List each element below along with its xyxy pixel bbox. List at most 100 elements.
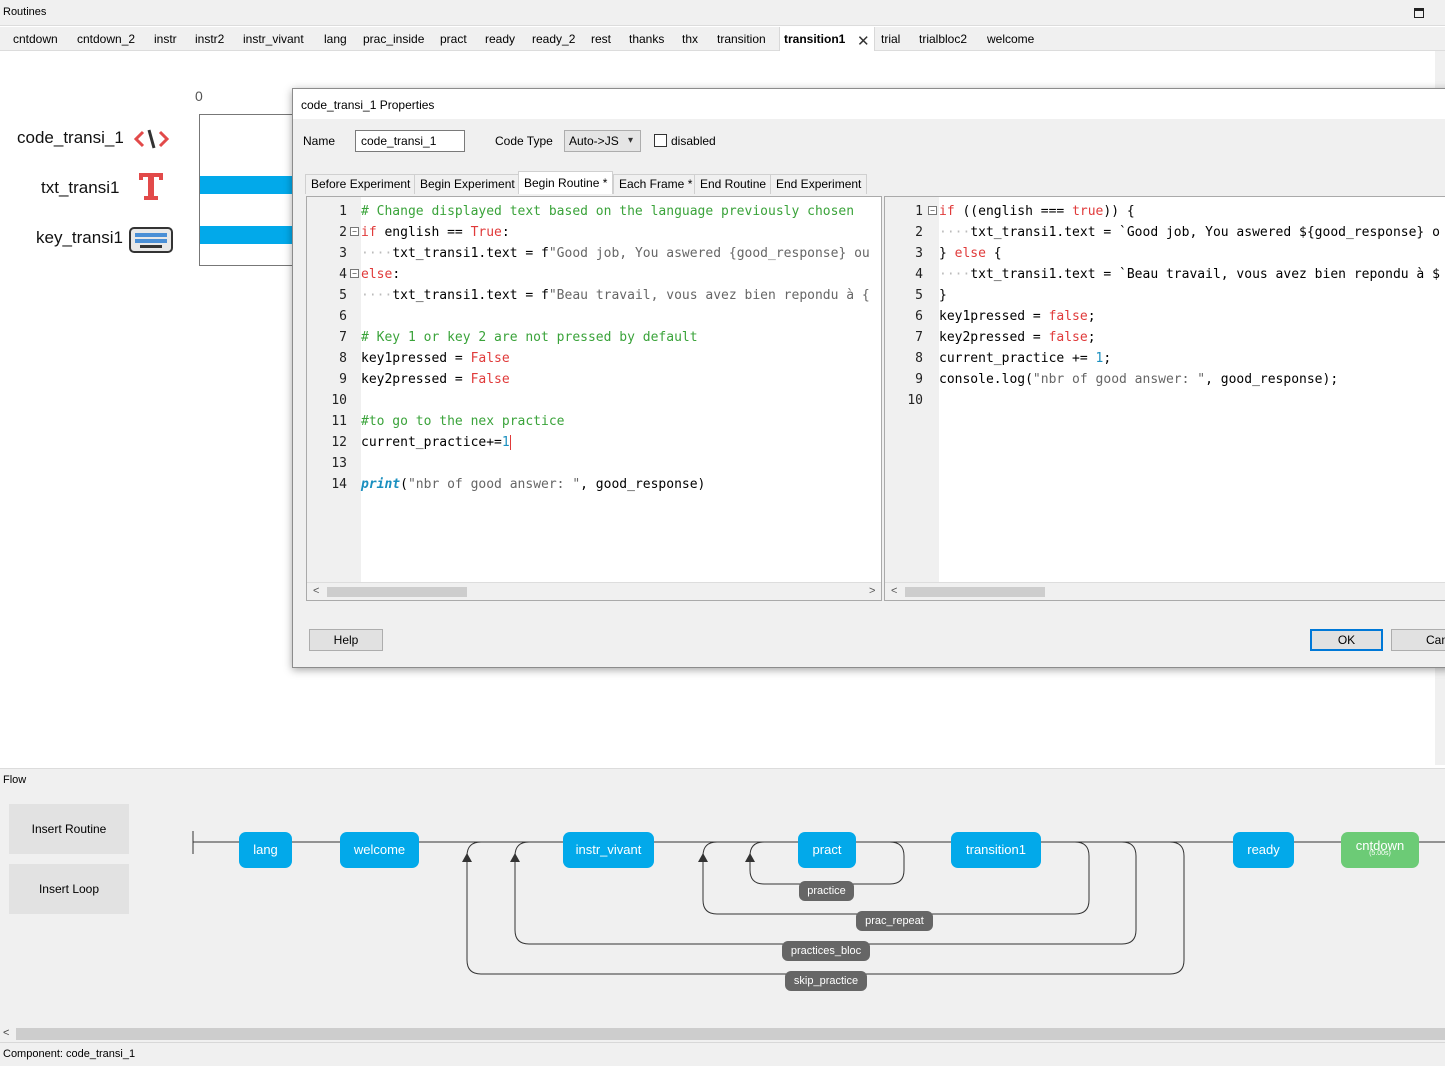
component-label-code[interactable]: code_transi_1 [17, 128, 124, 147]
tab-pract[interactable]: pract [440, 32, 467, 46]
code-line: ····txt_transi1.text = `Good job, You as… [939, 225, 1440, 240]
tab-each-frame[interactable]: Each Frame * [613, 174, 699, 194]
disabled-label: disabled [671, 134, 716, 148]
routines-panel-header [0, 0, 1445, 26]
tab-thanks[interactable]: thanks [629, 32, 665, 46]
scroll-thumb[interactable] [327, 587, 467, 597]
code-line: if ((english === true)) { [939, 204, 1135, 219]
tab-begin-experiment[interactable]: Begin Experiment [414, 174, 521, 194]
code-line: # Change displayed text based on the lan… [361, 204, 855, 219]
ok-button[interactable]: OK [1310, 629, 1383, 651]
disabled-checkbox[interactable] [654, 134, 667, 147]
tab-begin-routine[interactable]: Begin Routine * [518, 171, 614, 194]
tab-end-experiment[interactable]: End Experiment [770, 174, 868, 194]
keyboard-icon[interactable] [128, 226, 174, 257]
timeline-grid [199, 114, 299, 266]
dialog-titlebar[interactable] [293, 89, 1445, 119]
routine-duration: (5.00s) [1369, 850, 1391, 857]
component-label-keyboard[interactable]: key_transi1 [36, 228, 123, 247]
flow-routine-cntdown[interactable]: cntdown (5.00s) [1341, 832, 1419, 868]
code-type-label: Code Type [495, 134, 553, 148]
flow-routine-pract[interactable]: pract [798, 832, 856, 868]
code-line: key1pressed = false; [939, 309, 1096, 324]
flow-routine-instr-vivant[interactable]: instr_vivant [563, 832, 654, 868]
js-code-editor[interactable]: 1−if ((english === true)) { 2····txt_tra… [884, 196, 1445, 601]
tab-trialbloc2[interactable]: trialbloc2 [919, 32, 968, 46]
fold-toggle-icon[interactable]: − [928, 206, 937, 215]
fold-toggle-icon[interactable]: − [350, 269, 359, 278]
component-label-text[interactable]: txt_transi1 [41, 178, 120, 197]
insert-loop-button[interactable]: Insert Loop [9, 864, 129, 914]
flow-routine-ready[interactable]: ready [1233, 832, 1294, 868]
component-bar-keyboard[interactable] [200, 226, 300, 244]
flow-routine-lang[interactable]: lang [239, 832, 292, 868]
tab-instr-vivant[interactable]: instr_vivant [243, 32, 304, 46]
component-bar-text[interactable] [200, 176, 300, 194]
code-line: ····txt_transi1.text = f"Good job, You a… [361, 246, 870, 261]
routine-tab-bar: cntdown cntdown_2 instr instr2 instr_viv… [0, 27, 1445, 52]
tab-end-routine[interactable]: End Routine [694, 174, 773, 194]
tab-welcome[interactable]: welcome [987, 32, 1035, 46]
code-line: #to go to the nex practice [361, 414, 565, 429]
flow-panel-title: Flow [3, 774, 27, 786]
code-line: current_practice+=1 [361, 432, 519, 453]
flow-lines [192, 831, 1445, 975]
code-line: print("nbr of good answer: ", good_respo… [361, 477, 706, 492]
python-editor-hscrollbar[interactable]: < > [307, 582, 881, 600]
tab-transition[interactable]: transition [717, 32, 766, 46]
tab-cntdown-2[interactable]: cntdown_2 [77, 32, 136, 46]
fold-toggle-icon[interactable]: − [350, 227, 359, 236]
tab-instr2[interactable]: instr2 [195, 32, 225, 46]
timeline-zero-label: 0 [195, 88, 203, 104]
code-line: else: [361, 267, 401, 282]
tab-trial[interactable]: trial [881, 32, 901, 46]
chevron-left-icon[interactable]: < [891, 585, 898, 597]
tab-thx[interactable]: thx [682, 32, 699, 46]
loop-label-practices-bloc[interactable]: practices_bloc [782, 941, 870, 961]
line-number-gutter [885, 197, 939, 582]
code-line: } [939, 288, 947, 303]
tab-transition1[interactable]: transition1 [779, 27, 875, 52]
chevron-left-icon[interactable]: < [3, 1027, 10, 1039]
flow-panel-header [0, 768, 1445, 794]
loop-label-practice[interactable]: practice [799, 881, 854, 901]
python-code-editor[interactable]: 1# Change displayed text based on the la… [306, 196, 882, 601]
chevron-down-icon[interactable]: ▾ [628, 135, 634, 146]
tab-lang[interactable]: lang [324, 32, 347, 46]
code-line: ····txt_transi1.text = f"Beau travail, v… [361, 288, 870, 303]
loop-label-skip-practice[interactable]: skip_practice [785, 971, 867, 991]
name-label: Name [303, 134, 336, 148]
chevron-right-icon[interactable]: > [869, 585, 876, 597]
tab-before-experiment[interactable]: Before Experiment [305, 174, 417, 194]
cancel-button[interactable]: Cancel [1391, 629, 1445, 651]
close-tab-icon[interactable]: ✕ [857, 33, 870, 50]
help-button[interactable]: Help [309, 629, 383, 651]
flow-routine-transition1[interactable]: transition1 [951, 832, 1041, 868]
insert-routine-button[interactable]: Insert Routine [9, 804, 129, 854]
loop-label-prac-repeat[interactable]: prac_repeat [856, 911, 933, 931]
js-editor-hscrollbar[interactable]: < [885, 582, 1445, 600]
chevron-left-icon[interactable]: < [313, 585, 320, 597]
loop-arrow-icon [698, 853, 708, 862]
code-icon[interactable] [133, 126, 171, 155]
code-line: # Key 1 or key 2 are not pressed by defa… [361, 330, 698, 345]
loop-arrow-icon [462, 853, 472, 862]
scroll-thumb[interactable] [905, 587, 1045, 597]
loop-arrow-icon [745, 853, 755, 862]
name-input[interactable] [355, 130, 465, 152]
code-type-select[interactable]: Auto->JS [564, 130, 641, 152]
tab-rest[interactable]: rest [591, 32, 612, 46]
flow-routine-welcome[interactable]: welcome [340, 832, 419, 868]
status-text: Component: code_transi_1 [3, 1048, 136, 1060]
tab-instr[interactable]: instr [154, 32, 177, 46]
code-line: current_practice += 1; [939, 351, 1112, 366]
tab-ready-2[interactable]: ready_2 [532, 32, 576, 46]
code-line: key2pressed = false; [939, 330, 1096, 345]
restore-window-icon[interactable] [1414, 8, 1424, 18]
flow-scroll-thumb[interactable] [16, 1028, 1445, 1040]
text-icon[interactable] [138, 170, 164, 205]
code-line: key1pressed = False [361, 351, 510, 366]
tab-prac-inside[interactable]: prac_inside [363, 32, 425, 46]
tab-ready[interactable]: ready [485, 32, 516, 46]
tab-cntdown[interactable]: cntdown [13, 32, 58, 46]
